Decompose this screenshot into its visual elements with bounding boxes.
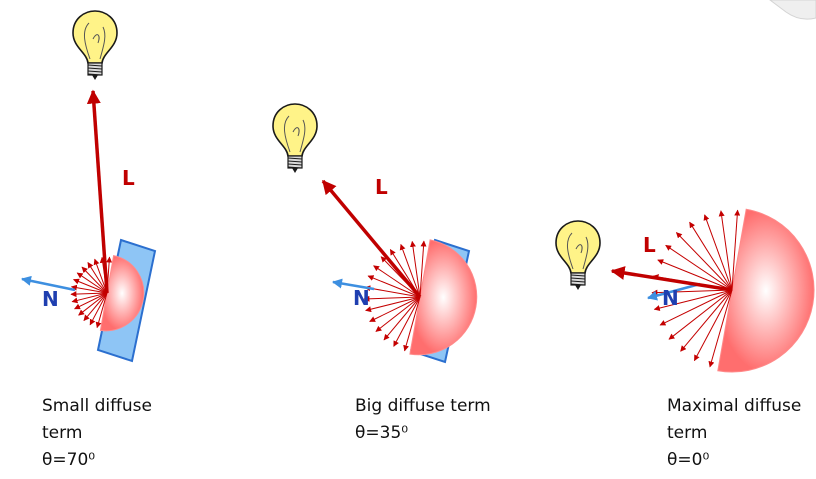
reflected-ray	[375, 296, 421, 332]
reflected-ray	[367, 275, 421, 298]
bulb-thread	[87, 67, 103, 70]
reflected-ray	[653, 289, 733, 312]
caption-line: θ=35⁰	[355, 423, 409, 443]
light-bulb-icon	[72, 10, 118, 80]
caption-maximal-diffuse: Maximal diffuse term θ=0⁰	[667, 393, 801, 474]
light-label: L	[375, 175, 388, 199]
bulb-glass	[555, 220, 601, 274]
reflected-ray	[70, 284, 108, 294]
bulb-thread	[287, 166, 303, 169]
reflected-ray	[95, 292, 108, 329]
normal-vector	[332, 278, 375, 291]
reflected-ray	[703, 214, 733, 291]
reflected-ray	[81, 266, 108, 294]
normal-label: N	[662, 286, 679, 310]
reflected-ray	[731, 209, 741, 291]
light-vector	[321, 179, 422, 299]
reflected-ray	[668, 289, 733, 340]
bulb-glass	[72, 10, 118, 64]
reflected-ray	[708, 289, 733, 368]
reflected-ray	[369, 296, 421, 322]
reflected-ray	[409, 240, 421, 298]
reflected-ray	[718, 210, 733, 291]
reflected-ray	[71, 292, 108, 304]
normal-label: N	[353, 286, 370, 310]
reflected-ray	[665, 244, 733, 291]
bulb-filament	[283, 115, 306, 153]
reflected-ray	[74, 292, 108, 310]
panel-big-diffuse: NL	[272, 103, 478, 364]
bulb-thread	[87, 70, 103, 73]
reflected-ray	[89, 292, 108, 326]
bulb-tip	[92, 75, 98, 80]
bulb-thread	[570, 277, 586, 280]
reflected-ray	[76, 272, 108, 294]
reflected-ray	[73, 278, 108, 294]
reflected-ray	[78, 292, 108, 316]
light-vector	[86, 89, 109, 294]
bulb-thread	[570, 274, 586, 277]
reflected-ray	[70, 291, 108, 298]
caption-line: term	[42, 423, 83, 443]
panel-maximal-diffuse: NL	[555, 208, 815, 373]
bulb-thread	[570, 280, 586, 283]
reflected-ray	[83, 292, 108, 322]
caption-line: Big diffuse term	[355, 396, 491, 416]
corner-decoration	[769, 0, 816, 20]
reflected-ray	[363, 295, 421, 302]
bulb-thread	[287, 163, 303, 166]
caption-big-diffuse: Big diffuse term θ=35⁰	[355, 393, 491, 447]
caption-line: θ=70⁰	[42, 450, 96, 470]
bulb-filament	[566, 232, 589, 270]
reflected-rays	[363, 240, 427, 352]
caption-line: Small diffuse	[42, 396, 152, 416]
bulb-tip	[292, 168, 298, 173]
normal-vector	[647, 282, 701, 301]
diffuse-lobe	[409, 239, 478, 356]
light-bulb-icon	[555, 220, 601, 290]
reflected-rays	[70, 256, 113, 329]
reflected-ray	[419, 240, 427, 298]
normal-label: N	[42, 287, 59, 311]
light-bulb-icon	[272, 103, 318, 173]
caption-small-diffuse: Small diffuse term θ=70⁰	[42, 393, 152, 474]
bulb-thread	[570, 283, 586, 286]
reflected-ray	[365, 296, 421, 313]
bulb-thread	[287, 157, 303, 160]
reflected-ray	[399, 243, 421, 298]
diffuse-lobe	[99, 255, 145, 332]
reflected-ray	[680, 289, 733, 352]
light-vector	[610, 266, 733, 292]
reflected-ray	[364, 285, 421, 298]
reflected-ray	[383, 296, 421, 341]
bulb-glass	[272, 103, 318, 157]
bulb-tip	[575, 285, 581, 290]
reflected-ray	[675, 232, 733, 291]
reflected-ray	[393, 296, 421, 347]
panel-small-diffuse: NL	[21, 10, 157, 363]
light-label: L	[643, 233, 656, 257]
reflected-ray	[693, 289, 733, 362]
bulb-filament	[83, 22, 106, 60]
reflected-ray	[373, 265, 421, 298]
normal-vector	[21, 275, 76, 292]
caption-line: θ=0⁰	[667, 450, 710, 470]
reflected-ray	[659, 289, 733, 326]
bulb-thread	[87, 73, 103, 76]
reflected-ray	[657, 259, 733, 291]
caption-line: term	[667, 423, 708, 443]
reflected-ray	[87, 261, 108, 294]
diffuse-lobe	[717, 208, 815, 373]
bulb-thread	[87, 64, 103, 67]
reflected-ray	[689, 221, 733, 291]
caption-line: Maximal diffuse	[667, 396, 802, 416]
bulb-thread	[287, 160, 303, 163]
light-label: L	[122, 166, 135, 190]
reflected-ray	[403, 296, 421, 352]
